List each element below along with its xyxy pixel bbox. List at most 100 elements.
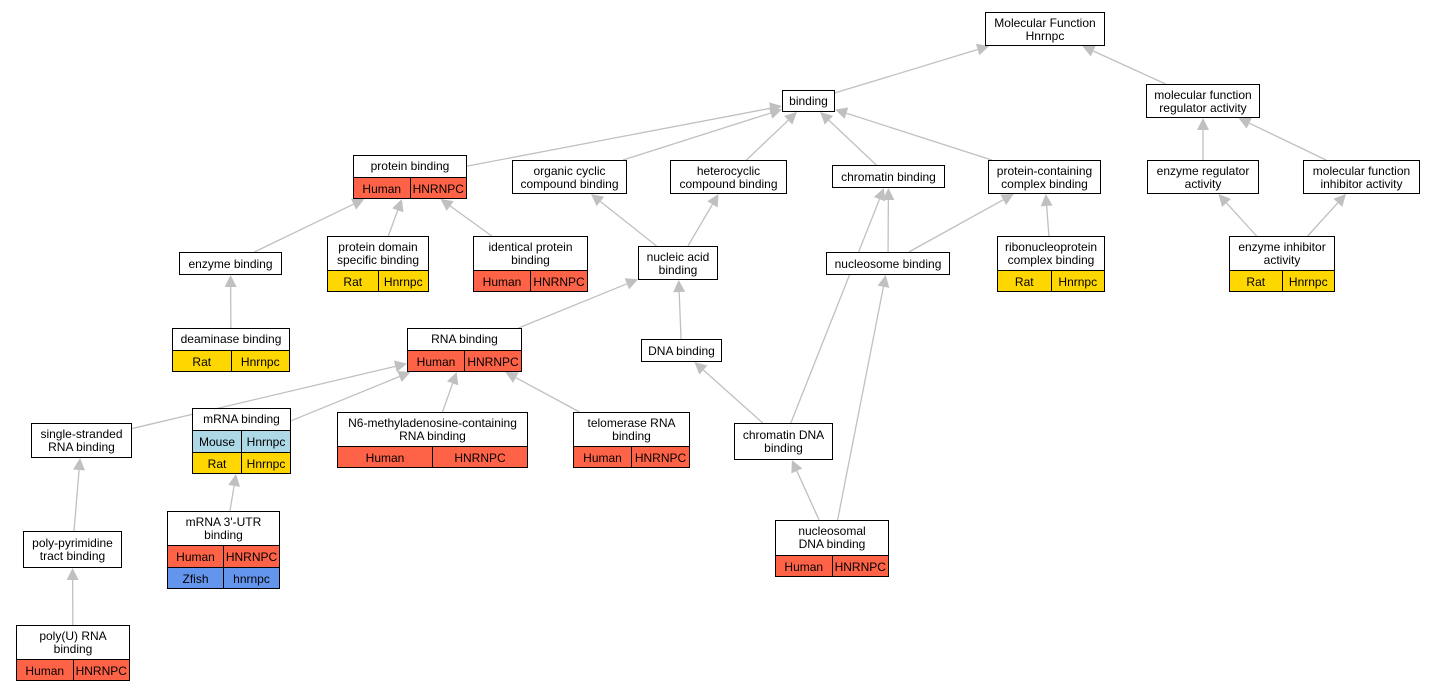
node-molecular-function: Molecular Function Hnrnpc xyxy=(985,12,1105,46)
edge-line xyxy=(622,112,771,161)
species-label: Rat xyxy=(1014,274,1034,289)
species-label: Rat xyxy=(192,354,212,369)
edge-line xyxy=(387,210,399,237)
edge-protein-domain-specific-binding-to-protein-binding xyxy=(387,199,404,237)
edge-mf-inhibitor-activity-to-mf-regulator-activity xyxy=(1238,117,1327,161)
edge-line xyxy=(702,369,764,424)
edge-mf-regulator-activity-to-molecular-function xyxy=(1082,45,1166,85)
node-organic-cyclic-compound-binding: organic cyclic compound binding xyxy=(512,160,627,194)
node-chromatin-binding: chromatin binding xyxy=(832,165,945,188)
edge-line xyxy=(687,204,714,247)
gene-label: HNRNPC xyxy=(831,556,889,576)
node-label: single-stranded RNA binding xyxy=(40,427,123,454)
gene-label: Hnrnpc xyxy=(230,351,290,371)
edge-deaminase-binding-to-enzyme-binding xyxy=(224,275,237,329)
edge-poly-u-rna-binding-to-poly-pyrimidine-tract-binding xyxy=(66,568,79,626)
edge-arrowhead xyxy=(673,280,686,293)
edge-arrowhead xyxy=(1218,194,1231,207)
node-label: deaminase binding xyxy=(180,332,282,346)
gene-label: HNRNPC xyxy=(409,178,467,198)
edge-arrowhead xyxy=(392,199,404,213)
node-label: nucleic acid binding xyxy=(646,249,710,277)
edge-arrowhead xyxy=(707,194,719,208)
annotation-row: Rat Hnrnpc xyxy=(173,350,290,371)
node-label: Molecular Function Hnrnpc xyxy=(994,15,1096,43)
node-label: organic cyclic compound binding xyxy=(520,163,619,191)
edge-arrowhead xyxy=(694,362,708,375)
edge-ribonucleoprotein-complex-binding-to-protein-containing-complex-binding xyxy=(1040,194,1053,237)
species-label: Human xyxy=(365,450,405,465)
node-dna-binding: DNA binding xyxy=(641,339,722,362)
edge-line xyxy=(518,283,628,329)
edge-arrowhead xyxy=(835,107,849,119)
edge-line xyxy=(515,377,580,413)
edge-arrowhead xyxy=(882,188,895,201)
node-label: N6-methyladenosine-containing RNA bindin… xyxy=(348,415,517,443)
species-label: Human xyxy=(176,549,215,564)
node-mf-regulator-activity: molecular function regulator activity xyxy=(1146,84,1260,118)
species-label: Human xyxy=(362,181,402,196)
node-label: mRNA 3'-UTR binding xyxy=(185,514,262,542)
species-label: Human xyxy=(784,559,824,574)
annotation-row: Human HNRNPC xyxy=(776,555,889,576)
edge-arrowhead xyxy=(877,275,890,288)
gene-label: hnrnpc xyxy=(223,568,279,588)
node-nucleosome-binding: nucleosome binding xyxy=(826,252,950,275)
edge-arrowhead xyxy=(1197,118,1209,130)
node-label: enzyme binding xyxy=(188,256,273,271)
edge-enzyme-inhibitor-activity-to-enzyme-regulator-activity xyxy=(1218,194,1258,237)
edge-line xyxy=(828,119,877,166)
node-nucleic-acid-binding: nucleic acid binding xyxy=(638,246,718,280)
node-label: ribonucleoprotein complex binding xyxy=(1004,239,1098,267)
edge-line xyxy=(254,203,354,253)
node-label: enzyme regulator activity xyxy=(1156,163,1250,191)
edge-protein-binding-to-binding xyxy=(466,102,782,167)
node-binding: binding xyxy=(782,90,835,112)
annotation-row: Human HNRNPC xyxy=(574,446,689,467)
gene-label: HNRNPC xyxy=(464,351,521,371)
species-label: Mouse xyxy=(198,434,236,449)
species-label: Rat xyxy=(1246,274,1266,289)
edge-arrowhead xyxy=(66,568,79,581)
edge-mrna-3utr-binding-to-mrna-binding xyxy=(228,474,241,512)
node-label: protein-containing complex binding xyxy=(996,163,1093,191)
node-label: protein domain specific binding xyxy=(336,239,420,267)
edge-binding-to-molecular-function xyxy=(834,43,990,94)
gene-label: Hnrnpc xyxy=(377,271,429,291)
node-single-stranded-rna-binding: single-stranded RNA binding xyxy=(31,423,132,458)
edge-arrowhead xyxy=(768,107,782,119)
gene-label: HNRNPC xyxy=(631,447,689,467)
edge-arrowhead xyxy=(505,372,519,383)
edge-arrowhead xyxy=(393,360,407,373)
annotation-row: Human HNRNPC xyxy=(408,350,521,371)
node-enzyme-regulator-activity: enzyme regulator activity xyxy=(1147,160,1259,194)
edge-identical-protein-binding-to-protein-binding xyxy=(440,199,493,237)
edge-arrowhead xyxy=(447,372,459,386)
edge-line xyxy=(1092,50,1166,85)
species-label: Human xyxy=(482,274,522,289)
edge-line xyxy=(745,119,789,161)
edge-arrowhead xyxy=(1000,194,1014,206)
edge-mrna-binding-to-rna-binding xyxy=(290,370,411,422)
edge-arrowhead xyxy=(228,474,241,487)
edge-line xyxy=(290,375,400,422)
node-mf-inhibitor-activity: molecular function inhibitor activity xyxy=(1303,160,1420,194)
species-label: Human xyxy=(583,450,622,465)
edge-line xyxy=(836,286,885,521)
node-heterocyclic-compound-binding: heterocyclic compound binding xyxy=(670,160,787,194)
species-label: Human xyxy=(416,354,456,369)
edge-arrowhead xyxy=(1082,45,1096,57)
edge-arrowhead xyxy=(440,199,454,211)
